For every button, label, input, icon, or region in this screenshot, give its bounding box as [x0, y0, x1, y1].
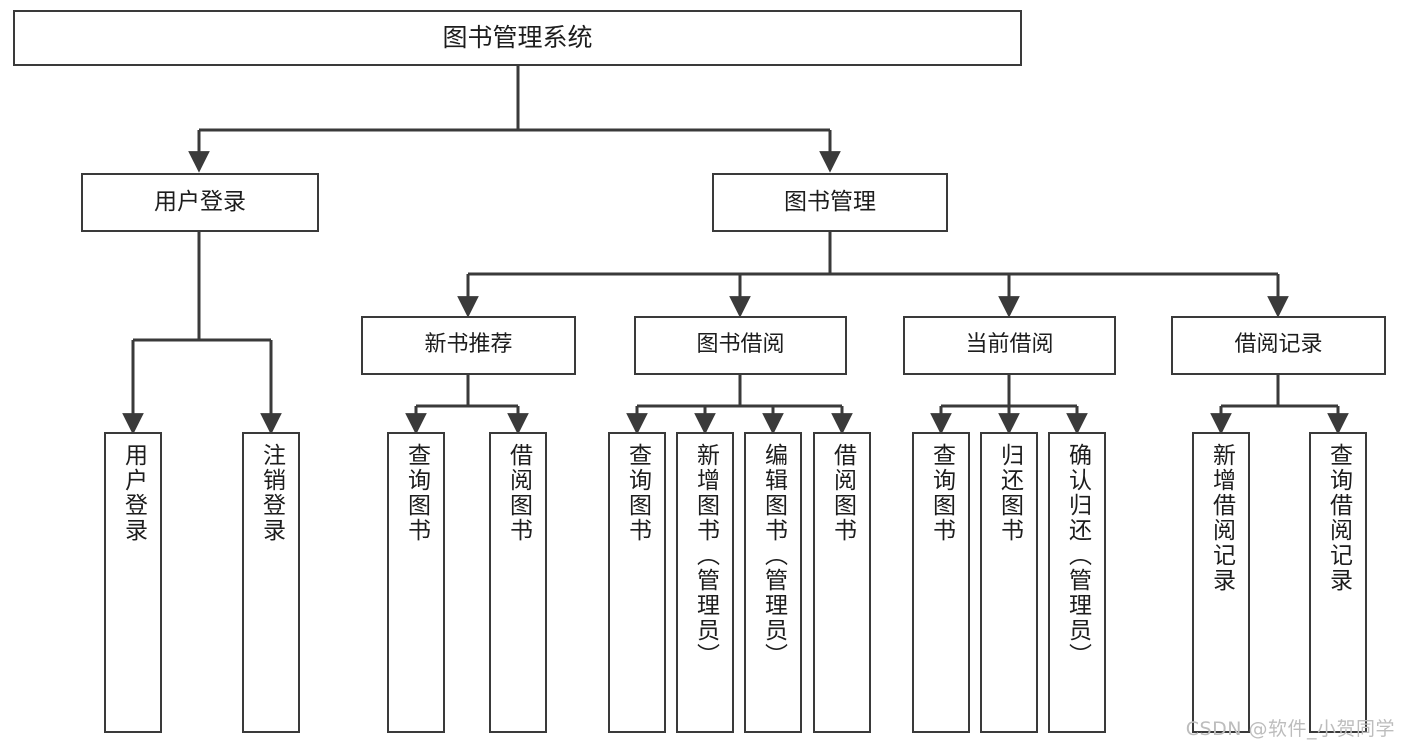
node-label: 图书管理: [784, 188, 876, 215]
leaf-user-login-logout[interactable]: 注销登录: [242, 432, 300, 733]
node-new-book-recommend[interactable]: 新书推荐: [361, 316, 576, 375]
leaf-borrow-edit-book-admin[interactable]: 编辑图书（管理员）: [744, 432, 802, 733]
leaf-new-book-query[interactable]: 查询图书: [387, 432, 445, 733]
node-label: 借阅图书: [505, 443, 532, 543]
leaf-current-confirm-return-admin[interactable]: 确认归还（管理员）: [1048, 432, 1106, 733]
node-label: 查询图书: [624, 443, 651, 543]
node-label: 新书推荐: [424, 332, 513, 358]
node-label: 图书管理系统: [442, 23, 593, 52]
leaf-borrow-add-book-admin[interactable]: 新增图书（管理员）: [676, 432, 734, 733]
leaf-current-return-book[interactable]: 归还图书: [980, 432, 1038, 733]
node-label: 用户登录: [120, 443, 147, 543]
leaf-borrow-query-book[interactable]: 查询图书: [608, 432, 666, 733]
node-label: 图书借阅: [696, 332, 785, 358]
leaf-borrow-borrow-book[interactable]: 借阅图书: [813, 432, 871, 733]
node-label: 新增借阅记录: [1208, 443, 1235, 593]
node-label: 用户登录: [154, 188, 246, 215]
node-label: 新增图书（管理员）: [692, 443, 719, 668]
node-label: 编辑图书（管理员）: [760, 443, 787, 668]
node-label: 当前借阅: [965, 332, 1054, 358]
leaf-new-book-borrow[interactable]: 借阅图书: [489, 432, 547, 733]
leaf-record-query-record[interactable]: 查询借阅记录: [1309, 432, 1367, 733]
node-label: 查询图书: [403, 443, 430, 543]
leaf-record-add-record[interactable]: 新增借阅记录: [1192, 432, 1250, 733]
leaf-user-login-login[interactable]: 用户登录: [104, 432, 162, 733]
node-root-system[interactable]: 图书管理系统: [13, 10, 1022, 66]
node-label: 借阅记录: [1234, 332, 1323, 358]
node-label: 查询借阅记录: [1325, 443, 1352, 593]
node-label: 借阅图书: [829, 443, 856, 543]
node-user-login[interactable]: 用户登录: [81, 173, 319, 232]
node-book-management[interactable]: 图书管理: [712, 173, 948, 232]
node-label: 查询图书: [928, 443, 955, 543]
node-borrow-record[interactable]: 借阅记录: [1171, 316, 1386, 375]
node-book-borrow[interactable]: 图书借阅: [634, 316, 847, 375]
node-current-borrow[interactable]: 当前借阅: [903, 316, 1116, 375]
node-label: 归还图书: [996, 443, 1023, 543]
watermark-text: CSDN @软件_小贺同学: [1185, 718, 1395, 740]
node-label: 确认归还（管理员）: [1064, 443, 1091, 668]
leaf-current-query-book[interactable]: 查询图书: [912, 432, 970, 733]
node-label: 注销登录: [258, 443, 285, 543]
